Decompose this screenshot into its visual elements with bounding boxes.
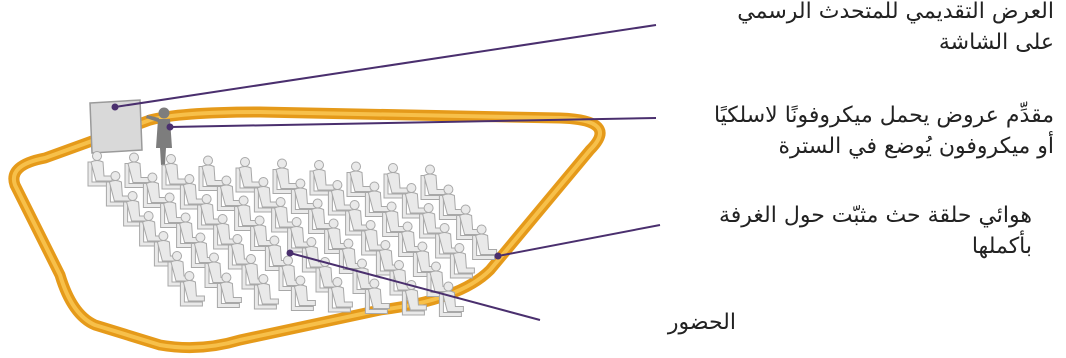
label-presenter: مقدِّم عروض يحمل ميكروفونًا لاسلكيًا أو … [634,100,1054,162]
induction-loop-highlight [11,110,602,350]
label-antenna-line1: هوائي حلقة حث مثبّت حول الغرفة [718,203,1032,228]
audience-seat [198,155,224,191]
audience-seat [87,151,113,187]
leader-dot-presentation [111,103,119,111]
presentation-screen [89,99,143,154]
leader-dot-audience [286,249,294,257]
leader-dot-presenter [166,123,174,131]
label-presentation-line2: على الشاشة [938,30,1054,55]
audience-seat [253,177,279,213]
label-presentation: العرض التقديمي للمتحدث الرسمي على الشاشة [654,0,1054,58]
label-antenna-line2: بأكملها [971,234,1032,259]
audience-seat [309,160,335,196]
audience-seat [123,191,149,227]
audience-seat [290,275,316,311]
audience-seat [235,157,261,193]
audience-seat [272,158,298,194]
leader-line-antenna [497,224,661,257]
audience-seat [420,164,446,200]
audience-seat [327,277,353,313]
audience-seat [253,274,279,310]
label-presentation-line1: العرض التقديمي للمتحدث الرسمي [737,0,1054,24]
audience-seat [179,271,205,307]
leader-line-presenter [169,117,657,128]
presenter-figure [146,107,172,165]
audience-seat [290,178,316,214]
audience-seat [161,154,187,190]
leader-line-audience [289,252,541,321]
audience-seat [435,223,461,259]
audience-seat [383,163,409,199]
audience-seat [216,272,242,308]
audience-seat [401,183,427,219]
audience-seat [449,243,475,279]
label-presenter-line1: مقدِّم عروض يحمل ميكروفونًا لاسلكيًا [713,103,1054,128]
leader-line-presentation [114,24,657,108]
audience-seat [364,278,390,314]
audience-seat [346,161,372,197]
leader-lines [111,24,661,321]
label-presenter-line2: أو ميكروفون يُوضع في السترة [778,134,1054,159]
label-audience: الحضور [536,307,736,338]
label-audience-text: الحضور [667,310,736,335]
leader-dot-antenna [494,252,502,260]
label-antenna: هوائي حلقة حث مثبّت حول الغرفة بأكملها [652,200,1032,262]
audience-seat [472,224,498,260]
audience-seat [124,152,150,188]
